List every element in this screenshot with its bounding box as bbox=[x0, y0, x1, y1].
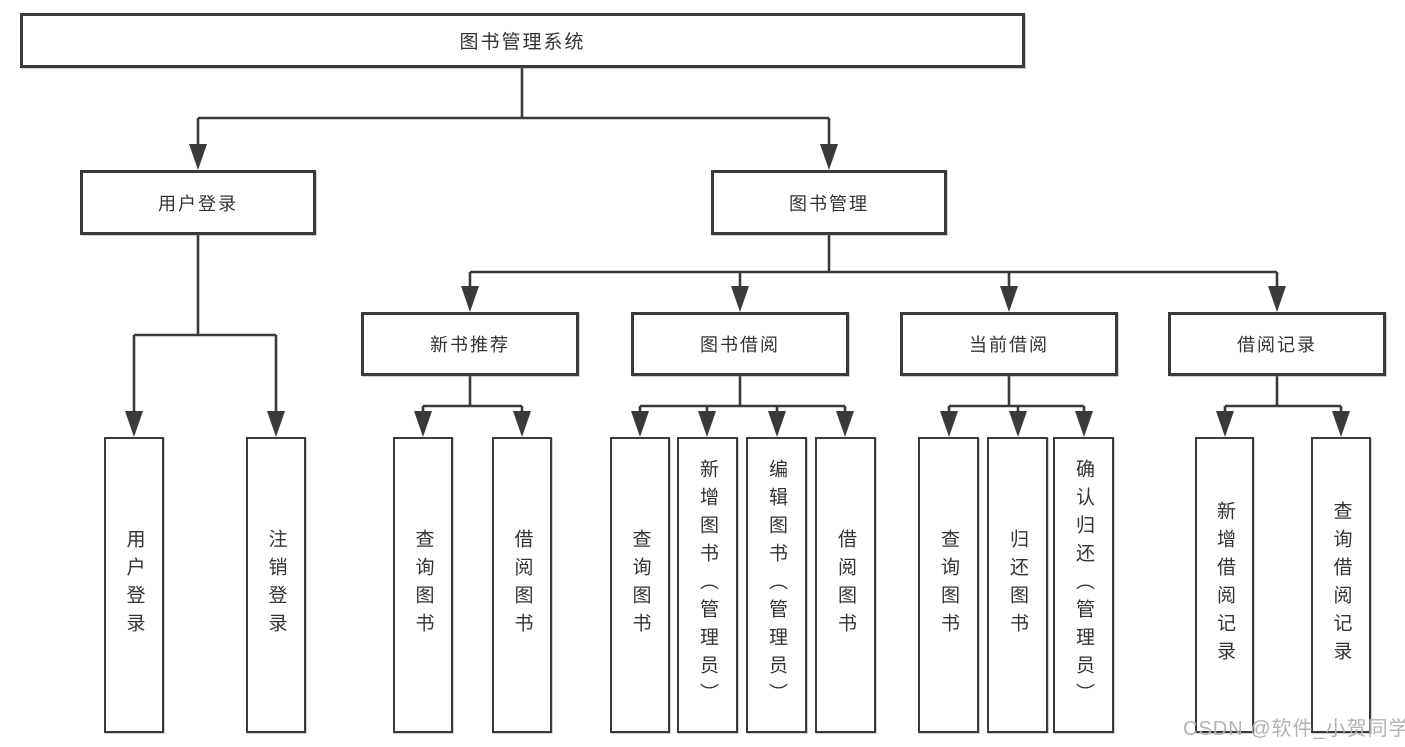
leaf-add-borrow-record: 新增借阅记录 bbox=[1195, 437, 1254, 733]
leaf-add-borrow-record-label: 新增借阅记录 bbox=[1214, 501, 1235, 669]
leaf-logout: 注销登录 bbox=[246, 437, 306, 733]
leaf-query-books-recommend: 查询图书 bbox=[393, 437, 453, 733]
node-book-borrow: 图书借阅 bbox=[631, 312, 849, 376]
leaf-query-borrow-record: 查询借阅记录 bbox=[1311, 437, 1371, 733]
leaf-edit-book-admin: 编辑图书（管理员） bbox=[746, 437, 807, 733]
leaf-query-books-borrow-label: 查询图书 bbox=[629, 529, 651, 641]
leaf-borrow-books-recommend-label: 借阅图书 bbox=[511, 529, 533, 641]
leaf-user-login: 用户登录 bbox=[104, 437, 164, 733]
leaf-borrow-books-recommend: 借阅图书 bbox=[492, 437, 552, 733]
leaf-add-book-admin-label: 新增图书（管理员） bbox=[697, 459, 718, 711]
node-library-management-system: 图书管理系统 bbox=[20, 13, 1025, 68]
arrowheads bbox=[125, 144, 1350, 437]
leaf-query-borrow-record-label: 查询借阅记录 bbox=[1330, 501, 1352, 669]
leaf-confirm-return-admin: 确认归还（管理员） bbox=[1053, 437, 1114, 733]
node-borrow-records: 借阅记录 bbox=[1168, 312, 1386, 376]
watermark-text: CSDN @软件_小贺同学 bbox=[1183, 718, 1405, 740]
node-user-login: 用户登录 bbox=[80, 170, 316, 235]
leaf-return-books: 归还图书 bbox=[987, 437, 1048, 733]
leaf-query-books-current: 查询图书 bbox=[918, 437, 979, 733]
leaf-query-books-recommend-label: 查询图书 bbox=[412, 529, 434, 641]
node-book-management: 图书管理 bbox=[711, 170, 947, 235]
leaf-edit-book-admin-label: 编辑图书（管理员） bbox=[766, 459, 787, 711]
leaf-user-login-label: 用户登录 bbox=[123, 529, 145, 641]
leaf-query-books-borrow: 查询图书 bbox=[610, 437, 670, 733]
leaf-logout-label: 注销登录 bbox=[265, 529, 287, 641]
leaf-borrow-books: 借阅图书 bbox=[815, 437, 876, 733]
leaf-add-book-admin: 新增图书（管理员） bbox=[677, 437, 738, 733]
leaf-confirm-return-admin-label: 确认归还（管理员） bbox=[1073, 459, 1094, 711]
node-current-borrow: 当前借阅 bbox=[900, 312, 1118, 376]
leaf-borrow-books-label: 借阅图书 bbox=[835, 529, 856, 641]
leaf-return-books-label: 归还图书 bbox=[1007, 529, 1028, 641]
leaf-query-books-current-label: 查询图书 bbox=[938, 529, 959, 641]
node-new-book-recommend: 新书推荐 bbox=[361, 312, 579, 376]
